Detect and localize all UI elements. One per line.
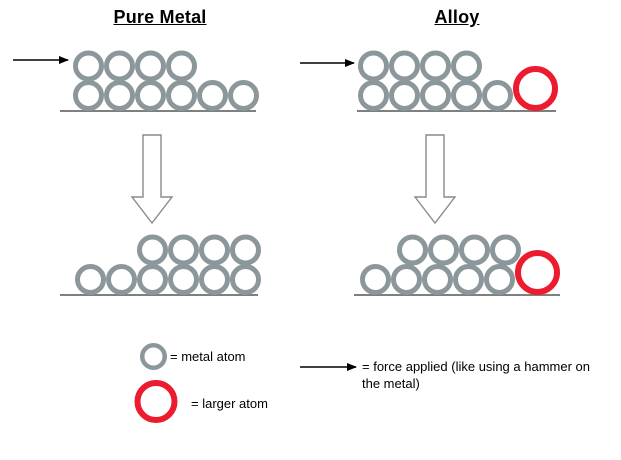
legend-force-line-1: = force applied (like using a hammer on [362,359,590,374]
metal-atom-circle [230,234,261,266]
metal-atom-circle [391,264,422,295]
metal-atom-circle [230,264,261,295]
metal-atom-circle [135,80,166,111]
metal-atom-circle [484,264,515,295]
metal-atom-circle [451,50,482,82]
down-arrow-pure-metal [130,134,174,225]
metal-atom-circle [168,264,199,295]
metal-atom-circle [104,80,135,111]
metal-atom-circle [166,50,197,82]
metal-atom-circle [104,50,135,82]
metal-atom-circle [420,80,451,111]
metal-atom-circle [166,80,197,111]
large-atom-circle [515,250,560,295]
legend-force-line-2: the metal) [362,376,420,391]
metal-atom-circle [451,80,482,111]
metal-atom-circle [422,264,453,295]
down-arrow-alloy [413,134,457,225]
metal-atom-circle [358,80,389,111]
metal-atom-circle [453,264,484,295]
legend-metal-atom-label: = metal atom [170,349,246,364]
metal-atom-circle [490,234,521,266]
metal-atom-circle [197,80,228,111]
title-pure-metal: Pure Metal [113,7,207,27]
metal-atom-circle [137,234,168,266]
metal-atom-circle [389,80,420,111]
metal-atom-circle [358,50,389,82]
metal-atom-circle [360,264,391,295]
legend-metal-atom-circle [140,343,167,370]
metal-atom-circle [397,234,428,266]
metal-atom-circle [420,50,451,82]
metal-atom-circle [428,234,459,266]
metal-atom-circle [199,234,230,266]
metal-atom-circle [73,50,104,82]
legend-larger-atom-circle [134,380,178,423]
metal-atom-circle [459,234,490,266]
legend-larger-atom-label: = larger atom [191,396,268,411]
large-atom-circle [513,66,558,111]
metal-atom-circle [106,264,137,295]
metal-atom-circle [137,264,168,295]
metal-atom-circle [199,264,230,295]
metal-atom-circle [228,80,259,111]
metal-atom-circle [168,234,199,266]
metal-atom-circle [135,50,166,82]
metal-atom-circle [389,50,420,82]
legend-force-label: = force applied (like using a hammer on … [362,358,618,392]
metal-atom-circle [73,80,104,111]
title-alloy: Alloy [434,7,480,27]
metal-atom-circle [482,80,513,111]
metal-atom-circle [75,264,106,295]
